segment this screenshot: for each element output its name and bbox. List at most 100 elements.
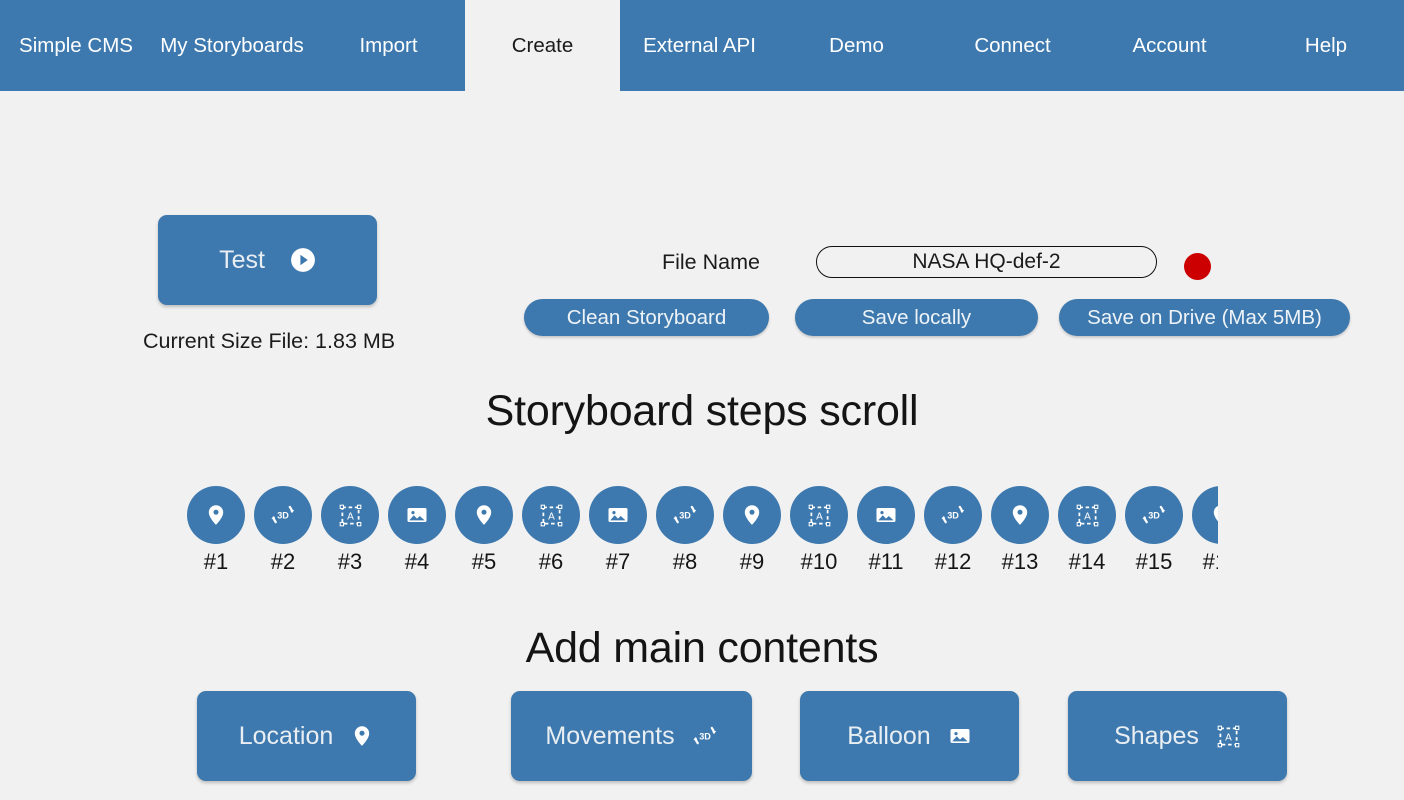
nav-item-my-storyboards[interactable]: My Storyboards xyxy=(152,0,312,91)
nav-item-import[interactable]: Import xyxy=(312,0,465,91)
shapes-text-frame-icon: A xyxy=(1216,724,1241,749)
storyboard-step[interactable]: #7 xyxy=(589,486,647,574)
storyboard-step-label: #15 xyxy=(1135,549,1173,574)
storyboard-step[interactable]: A #6 xyxy=(522,486,580,574)
storyboard-step[interactable]: 3D #12 xyxy=(924,486,982,574)
add-shapes-button[interactable]: Shapes A xyxy=(1068,691,1287,781)
nav-item-demo[interactable]: Demo xyxy=(779,0,934,91)
location-pin-icon xyxy=(1008,503,1032,527)
storyboard-step-icon-circle[interactable] xyxy=(991,486,1049,544)
storyboard-step[interactable]: #5 xyxy=(455,486,513,574)
play-circle-icon xyxy=(290,247,316,273)
rotate-3d-icon: 3D xyxy=(940,502,966,528)
save-on-drive-button[interactable]: Save on Drive (Max 5MB) xyxy=(1059,299,1350,336)
rotate-3d-icon: 3D xyxy=(692,723,718,749)
file-name-input[interactable] xyxy=(816,246,1157,278)
storyboard-step[interactable]: #1 xyxy=(187,486,245,574)
add-location-label: Location xyxy=(238,721,334,750)
storyboard-step-label: #7 xyxy=(605,549,631,574)
storyboard-step-icon-circle[interactable] xyxy=(589,486,647,544)
storyboard-step[interactable]: #4 xyxy=(388,486,446,574)
nav-item-label: Create xyxy=(511,33,574,57)
nav-item-label: Help xyxy=(1304,33,1348,57)
storyboard-step[interactable]: 3D #2 xyxy=(254,486,312,574)
storyboard-step[interactable]: #13 xyxy=(991,486,1049,574)
storyboard-step[interactable]: #16 xyxy=(1192,486,1218,574)
svg-text:A: A xyxy=(816,511,823,522)
save-on-drive-label: Save on Drive (Max 5MB) xyxy=(1087,305,1322,329)
recording-status-dot xyxy=(1184,253,1211,280)
add-balloon-button[interactable]: Balloon xyxy=(800,691,1019,781)
storyboard-step-icon-circle[interactable]: A xyxy=(321,486,379,544)
file-name-label: File Name xyxy=(662,250,760,274)
storyboard-step[interactable]: A #14 xyxy=(1058,486,1116,574)
storyboard-step-label: #14 xyxy=(1068,549,1106,574)
storyboard-step[interactable]: #11 xyxy=(857,486,915,574)
svg-text:A: A xyxy=(1225,732,1232,743)
image-icon xyxy=(405,503,429,527)
storyboard-step[interactable]: 3D #15 xyxy=(1125,486,1183,574)
shapes-text-frame-icon: A xyxy=(807,503,832,528)
storyboard-step-label: #16 xyxy=(1202,549,1218,574)
storyboard-step-icon-circle[interactable]: A xyxy=(522,486,580,544)
storyboard-step-label: #8 xyxy=(672,549,698,574)
svg-text:3D: 3D xyxy=(679,510,691,520)
location-pin-icon xyxy=(204,503,228,527)
location-pin-icon xyxy=(350,724,374,748)
storyboard-step-label: #2 xyxy=(270,549,296,574)
nav-item-create[interactable]: Create xyxy=(465,0,620,91)
location-pin-icon xyxy=(1209,503,1218,527)
storyboard-step-icon-circle[interactable] xyxy=(455,486,513,544)
storyboard-step[interactable]: A #10 xyxy=(790,486,848,574)
storyboard-step-icon-circle[interactable]: 3D xyxy=(254,486,312,544)
add-balloon-label: Balloon xyxy=(847,721,931,750)
nav-item-connect[interactable]: Connect xyxy=(934,0,1091,91)
add-location-button[interactable]: Location xyxy=(197,691,416,781)
storyboard-step-icon-circle[interactable]: 3D xyxy=(1125,486,1183,544)
svg-text:A: A xyxy=(548,511,555,522)
nav-item-external-api[interactable]: External API xyxy=(620,0,779,91)
storyboard-step-icon-circle[interactable] xyxy=(187,486,245,544)
clean-storyboard-label: Clean Storyboard xyxy=(566,305,727,329)
test-button[interactable]: Test xyxy=(158,215,377,305)
svg-text:A: A xyxy=(1084,511,1091,522)
nav-item-label: Account xyxy=(1132,33,1207,57)
save-locally-button[interactable]: Save locally xyxy=(795,299,1038,336)
rotate-3d-icon: 3D xyxy=(1141,502,1167,528)
nav-item-label: Connect xyxy=(974,33,1051,57)
storyboard-step[interactable]: A #3 xyxy=(321,486,379,574)
nav-item-label: Import xyxy=(359,33,418,57)
location-pin-icon xyxy=(472,503,496,527)
storyboard-step-icon-circle[interactable] xyxy=(857,486,915,544)
image-icon xyxy=(948,724,972,748)
rotate-3d-icon: 3D xyxy=(672,502,698,528)
storyboard-steps-scroller[interactable]: #1 3D #2 A #3 #4 #5 A #6 #7 xyxy=(187,486,1218,590)
storyboard-step-icon-circle[interactable] xyxy=(388,486,446,544)
svg-text:3D: 3D xyxy=(699,731,711,741)
add-movements-button[interactable]: Movements 3D xyxy=(511,691,752,781)
nav-item-label: Simple CMS xyxy=(19,33,133,57)
storyboard-step-icon-circle[interactable] xyxy=(723,486,781,544)
storyboard-step-label: #5 xyxy=(471,549,497,574)
shapes-text-frame-icon: A xyxy=(1075,503,1100,528)
svg-text:3D: 3D xyxy=(277,510,289,520)
storyboard-step-icon-circle[interactable]: 3D xyxy=(656,486,714,544)
nav-item-account[interactable]: Account xyxy=(1091,0,1248,91)
storyboard-step-icon-circle[interactable]: 3D xyxy=(924,486,982,544)
storyboard-step-label: #12 xyxy=(934,549,972,574)
current-size-file-label: Current Size File: 1.83 MB xyxy=(143,329,396,353)
nav-item-help[interactable]: Help xyxy=(1248,0,1404,91)
storyboard-step[interactable]: 3D #8 xyxy=(656,486,714,574)
storyboard-step-icon-circle[interactable] xyxy=(1192,486,1218,544)
svg-text:3D: 3D xyxy=(1148,510,1160,520)
storyboard-step-label: #9 xyxy=(739,549,765,574)
storyboard-step-icon-circle[interactable]: A xyxy=(1058,486,1116,544)
clean-storyboard-button[interactable]: Clean Storyboard xyxy=(524,299,769,336)
nav-item-simple-cms[interactable]: Simple CMS xyxy=(0,0,152,91)
storyboard-step-icon-circle[interactable]: A xyxy=(790,486,848,544)
nav-item-label: External API xyxy=(643,33,756,57)
image-icon xyxy=(606,503,630,527)
storyboard-step[interactable]: #9 xyxy=(723,486,781,574)
add-main-contents-title: Add main contents xyxy=(525,624,879,672)
shapes-text-frame-icon: A xyxy=(539,503,564,528)
